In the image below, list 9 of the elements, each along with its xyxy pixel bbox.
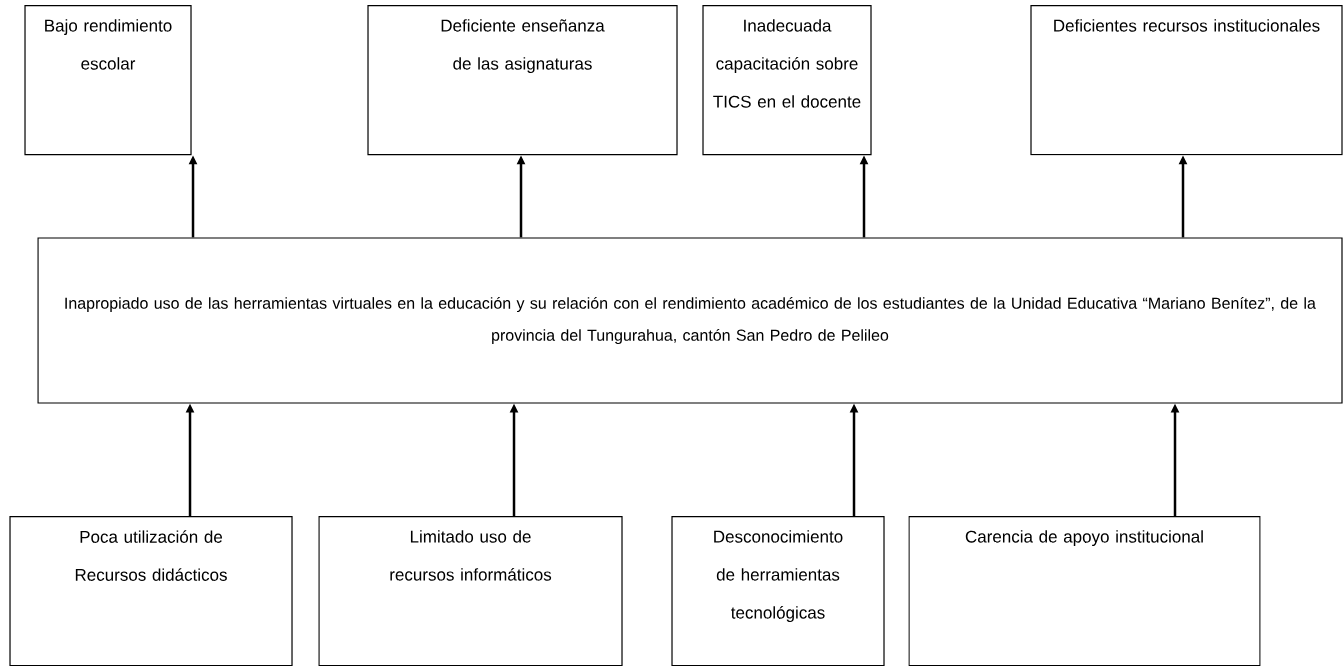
text-box: Inadecuada capacitación sobre TICS en el docente: [702, 5, 872, 156]
text-box: Deficientes recursos institucionales: [1030, 5, 1343, 156]
text-box: Desconocimiento de herramientas tecnológicas: [671, 516, 885, 666]
text-box: Limitado uso de recursos informáticos: [318, 516, 623, 666]
text-box: Carencia de apoyo institucional: [908, 516, 1261, 666]
text-box: Bajo rendimiento escolar: [24, 5, 192, 156]
text-box: Deficiente enseñanza de las asignaturas: [367, 5, 678, 156]
text-box: Inapropiado uso de las herramientas virtuales en la educación y su relación con el rendimiento académico de los estudiantes de la Unidad Educativa “Mariano Benítez”, de la provincia del Tungurahua, cantón San Pedro de Pelileo: [37, 237, 1343, 404]
text-box: Poca utilización de Recursos didácticos: [9, 516, 293, 666]
